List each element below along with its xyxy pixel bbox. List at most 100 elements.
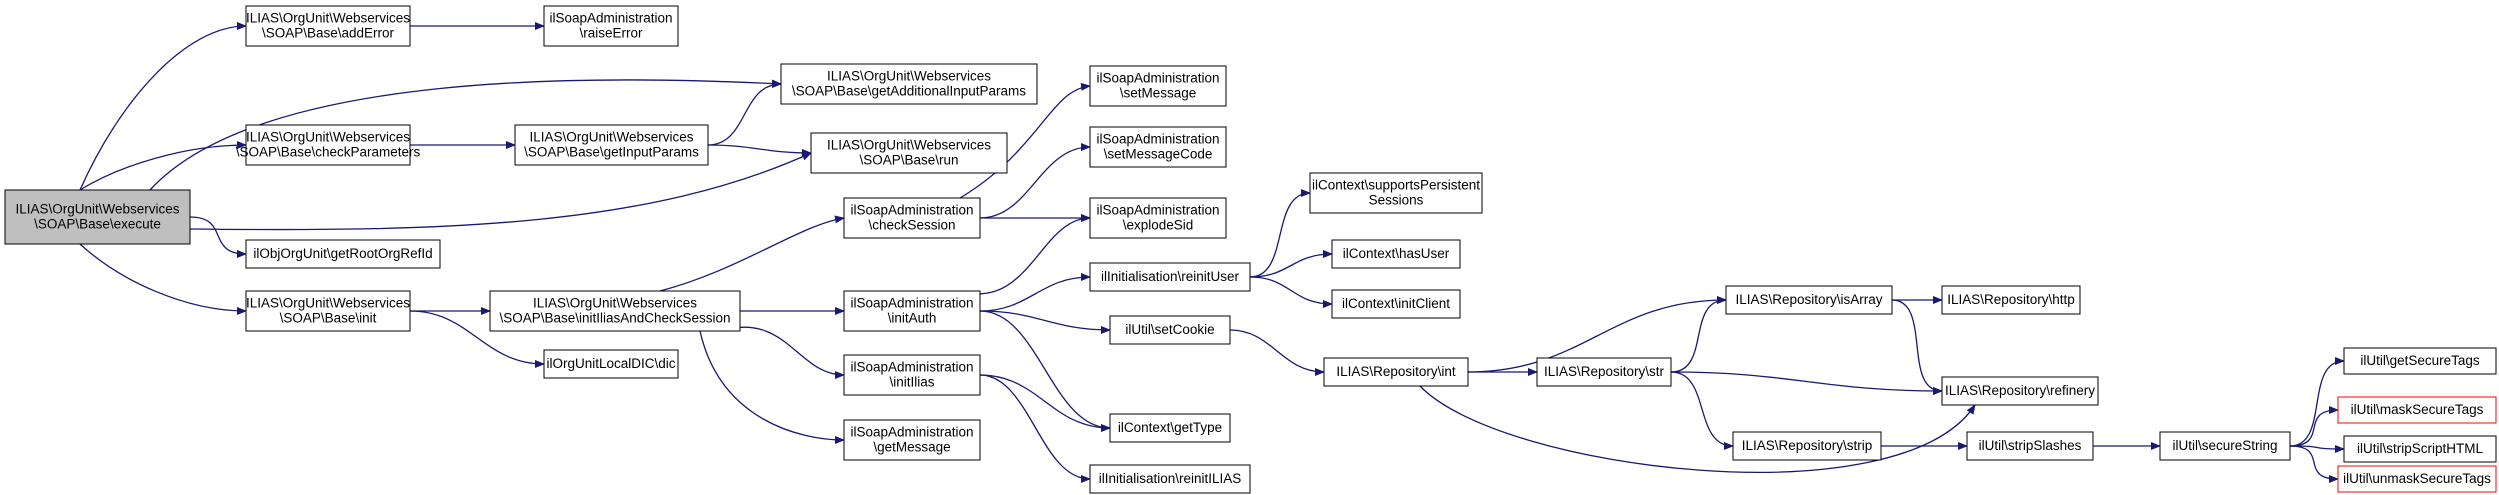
node-isArray[interactable]: ILIAS\Repository\isArray — [1725, 285, 1893, 315]
node-label: \SOAP\Base\run — [859, 153, 958, 168]
node-http[interactable]: ILIAS\Repository\http — [1941, 285, 2081, 315]
node-label: ilSoapAdministration — [850, 425, 973, 440]
node-reinitILIAS[interactable]: ilInitialisation\reinitILIAS — [1089, 464, 1251, 494]
edge-secureString-to-maskSecureTags — [2289, 406, 2339, 447]
edge-str-to-refinery — [1670, 371, 1943, 395]
edge-execute-to-getRootOrgRefId — [189, 216, 247, 258]
edge-secureString-to-unmaskSecureTags — [2289, 445, 2339, 483]
node-init[interactable]: ILIAS\OrgUnit\Webservices\SOAP\Base\init — [245, 290, 411, 332]
node-setMessage[interactable]: ilSoapAdministration\setMessage — [1089, 65, 1227, 107]
node-label: \SOAP\Base\getInputParams — [524, 145, 699, 160]
node-label: \SOAP\Base\init — [280, 311, 377, 326]
node-dic[interactable]: ilOrgUnitLocalDIC\dic — [543, 349, 679, 379]
node-initAuth[interactable]: ilSoapAdministration\initAuth — [843, 290, 981, 332]
node-label: \SOAP\Base\execute — [34, 217, 161, 232]
node-label: ilUtil\stripSlashes — [1979, 438, 2082, 453]
edge-int-to-refinery — [1419, 385, 1976, 473]
node-label: ILIAS\Repository\isArray — [1735, 292, 1882, 307]
edge-reinitUser-to-initClient — [1249, 276, 1333, 308]
node-label: ilSoapAdministration — [1096, 203, 1219, 218]
node-label: ILIAS\Repository\int — [1336, 364, 1456, 379]
node-setMessageCode[interactable]: ilSoapAdministration\setMessageCode — [1089, 126, 1227, 168]
node-label: ILIAS\OrgUnit\Webservices — [246, 11, 410, 26]
edge-initIliasAndCheckSession-to-initIlias — [719, 326, 845, 379]
edge-initAuth-to-reinitUser — [979, 273, 1091, 312]
node-run[interactable]: ILIAS\OrgUnit\Webservices\SOAP\Base\run — [810, 132, 1008, 174]
node-getMessage[interactable]: ilSoapAdministration\getMessage — [843, 419, 981, 461]
edge-reinitUser-to-hasUser — [1249, 250, 1333, 278]
edge-initAuth-to-setCookie — [979, 310, 1111, 334]
node-label: ilInitialisation\reinitILIAS — [1099, 471, 1242, 486]
node-setCookie[interactable]: ilUtil\setCookie — [1109, 315, 1231, 345]
edge-secureString-to-stripScriptHTML — [2289, 444, 2345, 453]
edge-getInputParams-to-run — [707, 144, 812, 157]
node-refinery[interactable]: ILIAS\Repository\refinery — [1941, 376, 2099, 406]
node-label: ILIAS\Repository\refinery — [1945, 383, 2095, 398]
node-label: ILIAS\OrgUnit\Webservices — [827, 138, 991, 153]
node-checkSession[interactable]: ilSoapAdministration\checkSession — [843, 197, 981, 239]
node-label: \checkSession — [868, 218, 955, 233]
edge-getInputParams-to-getAdditionalInputParams — [707, 80, 782, 146]
edge-initAuth-to-getType — [979, 310, 1111, 432]
node-getInputParams[interactable]: ILIAS\OrgUnit\Webservices\SOAP\Base\getI… — [514, 124, 709, 166]
node-label: Sessions — [1369, 193, 1424, 208]
node-label: ILIAS\OrgUnit\Webservices — [533, 296, 697, 311]
node-label: ilUtil\getSecureTags — [2360, 353, 2480, 368]
node-initClient[interactable]: ilContext\initClient — [1331, 289, 1461, 319]
node-label: \SOAP\Base\addError — [262, 26, 395, 41]
node-label: ilSoapAdministration — [549, 11, 672, 26]
node-secureString[interactable]: ilUtil\secureString — [2159, 431, 2291, 461]
node-label: \getMessage — [873, 440, 950, 455]
node-label: ilUtil\maskSecureTags — [2351, 402, 2484, 417]
node-initIliasAndCheckSession[interactable]: ILIAS\OrgUnit\Webservices\SOAP\Base\init… — [489, 290, 741, 332]
edge-checkSession-to-setMessage — [959, 82, 1091, 199]
node-stripSlashes[interactable]: ilUtil\stripSlashes — [1966, 431, 2094, 461]
node-hasUser[interactable]: ilContext\hasUser — [1331, 239, 1461, 269]
node-unmaskSecureTags[interactable]: ilUtil\unmaskSecureTags — [2337, 465, 2497, 493]
node-label: ilSoapAdministration — [1096, 132, 1219, 147]
node-label: ILIAS\OrgUnit\Webservices — [246, 296, 410, 311]
node-checkParameters[interactable]: ILIAS\OrgUnit\Webservices\SOAP\Base\chec… — [236, 124, 421, 166]
node-label: ILIAS\OrgUnit\Webservices — [15, 202, 179, 217]
node-execute[interactable]: ILIAS\OrgUnit\Webservices\SOAP\Base\exec… — [4, 189, 191, 245]
node-reinitUser[interactable]: ilInitialisation\reinitUser — [1089, 262, 1251, 292]
edge-execute-to-run — [189, 152, 812, 231]
node-label: ilContext\hasUser — [1343, 246, 1450, 261]
node-label: ILIAS\OrgUnit\Webservices — [246, 130, 410, 145]
node-initIlias[interactable]: ilSoapAdministration\initIlias — [843, 354, 981, 396]
node-label: \SOAP\Base\initIliasAndCheckSession — [499, 311, 730, 326]
node-label: ILIAS\Repository\strip — [1742, 438, 1873, 453]
node-stripScriptHTML[interactable]: ilUtil\stripScriptHTML — [2343, 435, 2497, 463]
node-getSecureTags[interactable]: ilUtil\getSecureTags — [2343, 347, 2497, 375]
edge-str-to-isArray — [1670, 296, 1727, 373]
node-str[interactable]: ILIAS\Repository\str — [1536, 357, 1672, 387]
node-getAdditionalInputParams[interactable]: ILIAS\OrgUnit\Webservices\SOAP\Base\getA… — [780, 63, 1038, 105]
node-getType[interactable]: ilContext\getType — [1109, 413, 1231, 443]
edge-setCookie-to-int — [1229, 329, 1325, 376]
edge-execute-to-init — [79, 243, 247, 315]
node-raiseError[interactable]: ilSoapAdministration\raiseError — [543, 5, 679, 47]
node-label: \explodeSid — [1123, 218, 1194, 233]
node-explodeSid[interactable]: ilSoapAdministration\explodeSid — [1089, 197, 1227, 239]
node-getRootOrgRefId[interactable]: ilObjOrgUnit\getRootOrgRefId — [245, 239, 441, 269]
edge-isArray-to-refinery — [1891, 299, 1943, 395]
node-maskSecureTags[interactable]: ilUtil\maskSecureTags — [2337, 396, 2497, 424]
edge-execute-to-checkParameters — [79, 141, 247, 191]
node-label: ilSoapAdministration — [850, 203, 973, 218]
edge-int-to-isArray — [1467, 296, 1727, 373]
edge-str-to-strip — [1670, 371, 1734, 450]
edge-execute-to-addError — [79, 22, 247, 191]
node-label: ilUtil\unmaskSecureTags — [2343, 471, 2491, 486]
node-int[interactable]: ILIAS\Repository\int — [1323, 357, 1469, 387]
node-label: ilSoapAdministration — [850, 360, 973, 375]
node-label: \setMessageCode — [1104, 147, 1213, 162]
node-label: ilInitialisation\reinitUser — [1101, 269, 1240, 284]
node-strip[interactable]: ILIAS\Repository\strip — [1732, 431, 1882, 461]
edge-initIliasAndCheckSession-to-checkSession — [659, 215, 845, 292]
node-label: \setMessage — [1120, 86, 1197, 101]
edge-secureString-to-getSecureTags — [2289, 357, 2345, 447]
node-addError[interactable]: ILIAS\OrgUnit\Webservices\SOAP\Base\addE… — [245, 5, 411, 47]
node-label: ILIAS\OrgUnit\Webservices — [827, 69, 991, 84]
